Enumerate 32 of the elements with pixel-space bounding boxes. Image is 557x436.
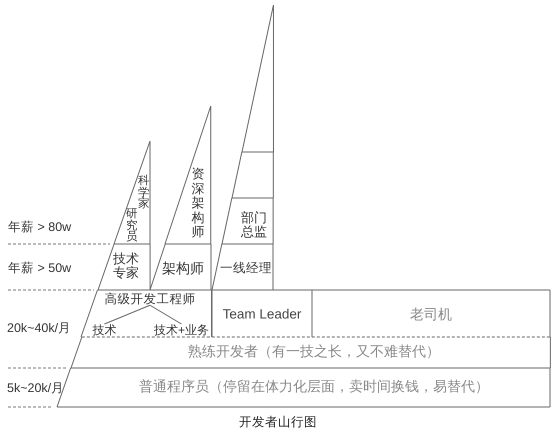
- peak-cell: [212, 244, 273, 290]
- cell-label: 一线经理: [220, 262, 272, 274]
- branch-line: [149, 304, 182, 324]
- level-band: [70, 337, 550, 368]
- tier-cell: [312, 290, 550, 337]
- peak-tip: [242, 5, 273, 152]
- salary-label: 年薪 > 50w: [8, 262, 72, 274]
- salary-label: 5k~20k/月: [7, 382, 64, 394]
- peak-cell: [150, 244, 211, 290]
- peak-cell: [165, 106, 211, 244]
- cell-label: 普通程序员（停留在体力化层面，卖时间换钱，易替代）: [139, 381, 489, 395]
- peak-cell: [222, 198, 273, 244]
- vertical-label: 科学家: [137, 176, 151, 210]
- cell-label: Team Leader: [222, 307, 302, 321]
- cell-label: 老司机: [410, 307, 452, 321]
- salary-label: 20k~40k/月: [7, 322, 72, 334]
- vertical-label: 资深架构师: [190, 167, 206, 240]
- cell-label: 熟练开发者（有一技之长，又不难替代）: [188, 346, 440, 360]
- cell-label: 技术专家: [112, 252, 140, 280]
- branch-label: 技术+业务: [154, 324, 209, 336]
- peak-cell: [232, 152, 273, 198]
- caption: 开发者山行图: [239, 416, 317, 428]
- peak-cell: [114, 141, 150, 244]
- tier-cell: [212, 290, 312, 337]
- peak-cell: [98, 244, 150, 290]
- branch-line: [104, 304, 150, 324]
- vertical-label: 研究员: [125, 209, 138, 244]
- role-label: 高级开发工程师: [104, 292, 196, 306]
- cell-label: 部门总监: [240, 211, 268, 239]
- salary-label: 年薪 > 80w: [8, 220, 72, 234]
- branch-label: 技术: [92, 324, 116, 336]
- cell-label: 架构师: [162, 261, 204, 275]
